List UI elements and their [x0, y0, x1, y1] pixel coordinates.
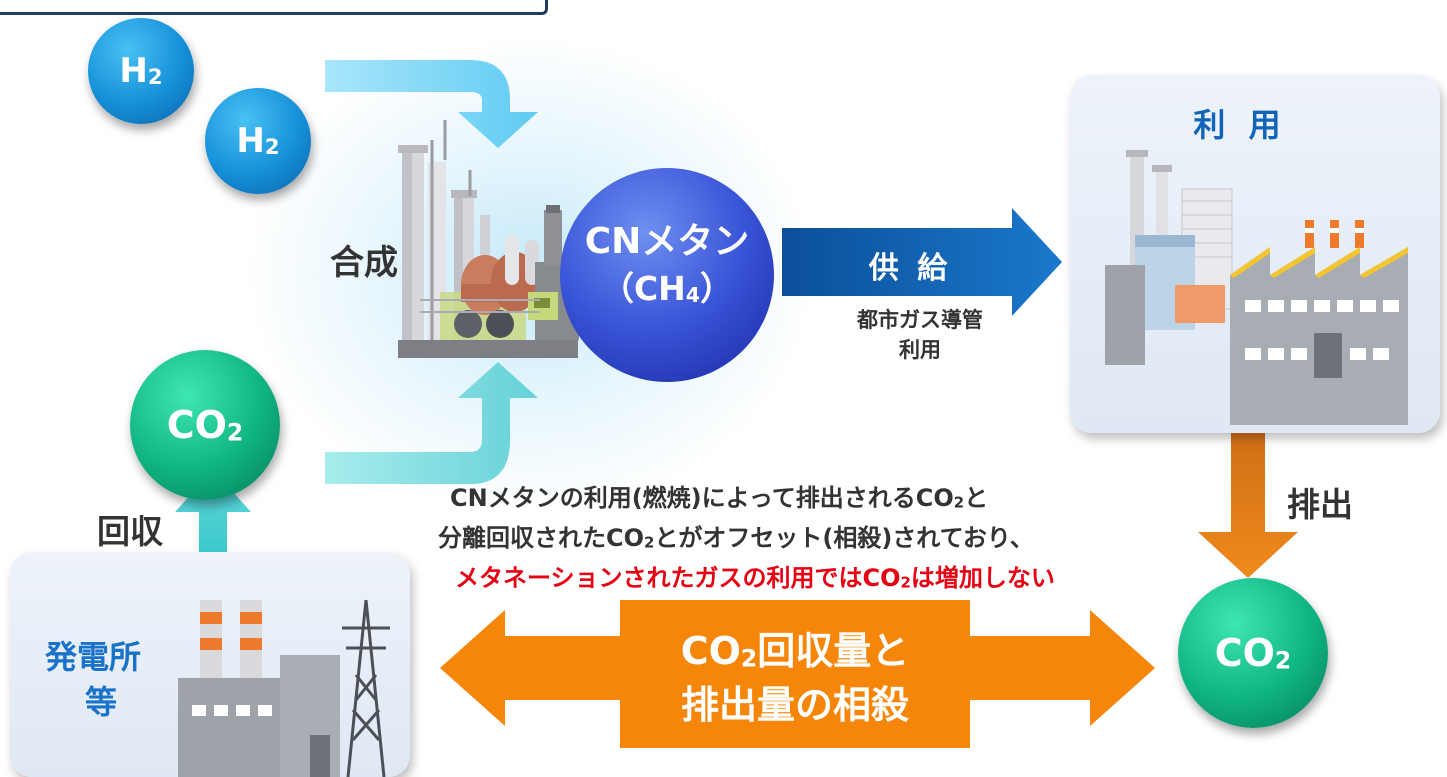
top-banner-edge [0, 0, 548, 15]
explanation-line3: メタネーションされたガスの利用ではCO2は増加しない [455, 564, 1055, 592]
explanation-line2: 分離回収されたCO2とがオフセット(相殺)されており、 [438, 524, 1034, 552]
usage-title: 利 用 [1193, 106, 1287, 144]
source-label-line2: 等 [85, 683, 118, 721]
offset-double-arrow [440, 600, 1155, 748]
synthesis-plant-illustration [398, 120, 579, 358]
power-plant-illustration [178, 599, 390, 777]
co2-right-circle: CO2 [1178, 578, 1328, 728]
methane-line1: CNメタン [584, 221, 750, 262]
methane-circle [560, 168, 774, 382]
supply-arrow [782, 208, 1062, 316]
offset-line2: 排出量の相殺 [680, 683, 909, 727]
h2-top-label: H2 [119, 51, 163, 91]
emission-arrow [1198, 405, 1298, 578]
co2-left-label: CO2 [166, 403, 244, 447]
emission-label: 排出 [1287, 485, 1353, 524]
h2-molecule-top: H2 [88, 18, 194, 124]
power-plant-panel: 発電所 等 [10, 552, 410, 777]
factory-illustration [1105, 150, 1408, 425]
h2-inflow-arrow [325, 60, 538, 148]
co2-inflow-arrow [325, 362, 538, 484]
h2-molecule-bottom: H2 [205, 88, 311, 194]
usage-panel: 利 用 [1070, 75, 1440, 433]
methane-line2: （CH4） [600, 269, 734, 308]
co2-right-label: CO2 [1214, 631, 1292, 675]
supply-label: 供 給 [868, 251, 952, 286]
h2-bottom-label: H2 [236, 121, 280, 161]
synthesis-label: 合成 [330, 243, 398, 283]
pipeline-line2: 利用 [899, 338, 941, 362]
explanation-line1: CNメタンの利用(燃焼)によって排出されるCO2と [450, 484, 989, 512]
co2-left-circle: CO2 [130, 350, 280, 500]
pipeline-line1: 都市ガス導管 [857, 308, 983, 332]
capture-label: 回収 [97, 512, 163, 551]
source-label-line1: 発電所 [45, 638, 142, 676]
offset-line1: CO2回収量と [680, 629, 910, 673]
